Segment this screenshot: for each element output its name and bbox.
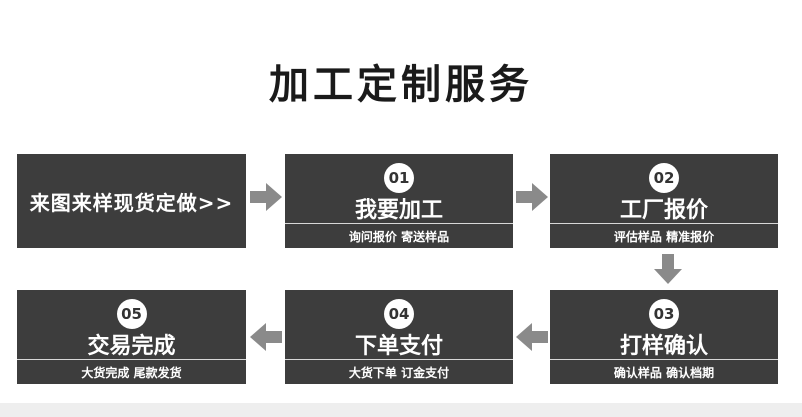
step-title-05: 交易完成	[87, 334, 176, 359]
step-number-05: 05	[116, 299, 147, 329]
arrow-right-icon	[516, 183, 548, 211]
step-title-01: 我要加工	[354, 198, 443, 223]
step-title-03: 打样确认	[619, 334, 708, 359]
divider	[285, 359, 513, 360]
step-subtitle-02: 评估样品 精准报价	[613, 230, 715, 244]
step-title-04: 下单支付	[354, 334, 443, 359]
arrow-right-icon	[250, 183, 282, 211]
bottom-bar	[0, 403, 802, 417]
step-subtitle-05: 大货完成 尾款发货	[81, 366, 182, 380]
step-box-04: 04 下单支付 大货下单 订金支付	[285, 290, 513, 384]
step-box-01: 01 我要加工 询问报价 寄送样品	[285, 154, 513, 248]
step-subtitle-01: 询问报价 寄送样品	[348, 230, 450, 244]
step-number-04: 04	[384, 299, 414, 329]
start-label: 来图来样现货定做>>	[29, 191, 234, 215]
step-box-03: 03 打样确认 确认样品 确认档期	[550, 290, 778, 384]
step-number-03: 03	[649, 299, 679, 329]
step-subtitle-03: 确认样品 确认档期	[613, 366, 715, 380]
page-title: 加工定制服务	[269, 62, 533, 108]
arrow-down-icon	[654, 254, 682, 284]
step-title-02: 工厂报价	[619, 198, 708, 223]
divider	[17, 359, 246, 360]
step-number-02: 02	[649, 163, 679, 193]
divider	[550, 223, 778, 224]
start-box: 来图来样现货定做>>	[17, 154, 246, 248]
arrow-left-icon	[516, 323, 548, 351]
divider	[550, 359, 778, 360]
step-number-01: 01	[384, 163, 414, 193]
arrow-left-icon	[250, 323, 282, 351]
step-subtitle-04: 大货下单 订金支付	[348, 366, 450, 380]
divider	[285, 223, 513, 224]
step-box-02: 02 工厂报价 评估样品 精准报价	[550, 154, 778, 248]
step-box-05: 05 交易完成 大货完成 尾款发货	[17, 290, 246, 384]
